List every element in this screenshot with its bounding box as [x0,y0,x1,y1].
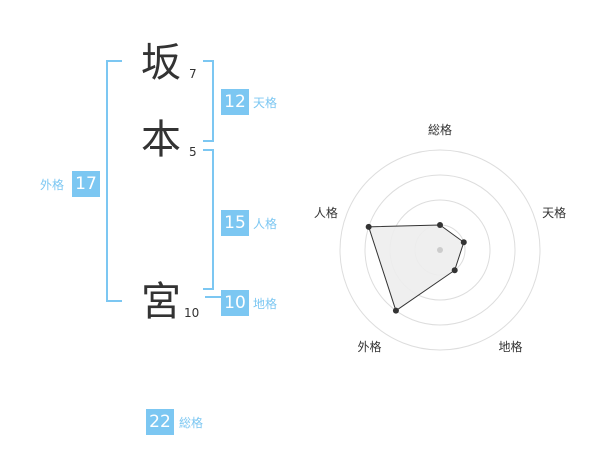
gaikaku-label: 外格 [40,178,65,192]
name-char-1: 坂 [141,40,181,86]
radar-point-2 [460,239,467,246]
tenkaku-label: 天格 [253,96,278,110]
radar-center-dot [437,247,443,253]
radar-axis-label-4: 外格 [357,339,381,354]
tenkaku-badge: 12 [221,89,249,115]
chikaku-label: 地格 [253,297,278,311]
radar-axis-label-2: 天格 [542,205,566,220]
radar-point-4 [392,307,399,314]
radar-grid-ring-3 [364,174,516,326]
chikaku-connector [205,296,221,298]
radar-point-3 [451,267,458,274]
radar-axis-label-5: 人格 [314,205,338,220]
radar-point-1 [437,222,443,228]
name-char-2: 本 [141,117,181,163]
gaikaku-badge: 17 [72,171,100,197]
radar-data-polygon [367,224,465,312]
tenkaku-bracket [203,60,214,142]
radar-point-5 [365,223,372,230]
stroke-count-2: 5 [189,145,197,159]
stroke-count-3: 10 [184,306,200,320]
jinkaku-bracket [203,149,214,290]
name-char-3: 宮 [141,279,181,325]
stroke-count-1: 7 [189,67,197,81]
gaikaku-bracket [106,60,122,302]
jinkaku-badge: 15 [221,210,249,236]
radar-axis-label-1: 総格 [428,122,452,137]
jinkaku-label: 人格 [253,217,278,231]
soukaku-badge: 22 [146,409,174,435]
radar-axis-label-3: 地格 [499,339,523,354]
chikaku-badge: 10 [221,290,249,316]
soukaku-label: 総格 [179,416,204,430]
radar-grid-ring-4 [339,149,541,351]
